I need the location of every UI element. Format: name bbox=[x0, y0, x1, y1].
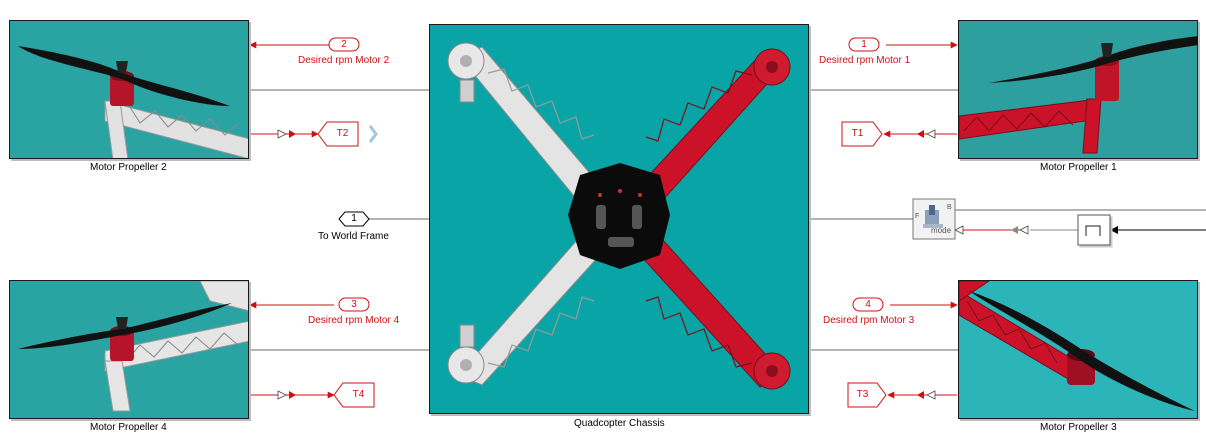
outport-1[interactable] bbox=[338, 211, 370, 227]
motor-propeller-3-block[interactable] bbox=[958, 280, 1198, 419]
inport-2-label: Desired rpm Motor 2 bbox=[298, 55, 390, 66]
propeller-2-icon bbox=[18, 46, 230, 106]
joint-block[interactable] bbox=[912, 198, 956, 240]
propeller-3-icon bbox=[969, 291, 1195, 411]
center-plate bbox=[568, 163, 670, 269]
joint-port-b: B bbox=[947, 204, 952, 211]
physical-connections bbox=[249, 89, 1206, 351]
inport-1-number: 1 bbox=[861, 39, 867, 50]
outport-1-label: To World Frame bbox=[318, 231, 389, 242]
goto-t2-label: T2 bbox=[336, 128, 349, 139]
port-markers bbox=[277, 129, 1029, 400]
inport-2-number: 2 bbox=[341, 39, 347, 50]
red-arms bbox=[639, 48, 791, 390]
inport-1-label: Desired rpm Motor 1 bbox=[819, 55, 911, 66]
joint-block-icon bbox=[925, 210, 939, 224]
propeller-1-icon bbox=[989, 36, 1197, 83]
quadcopter-chassis-label: Quadcopter Chassis bbox=[574, 418, 665, 429]
motor-propeller-3-label: Motor Propeller 3 bbox=[1040, 422, 1117, 433]
motor-propeller-3-image bbox=[959, 281, 1195, 411]
outport-1-number: 1 bbox=[351, 213, 357, 224]
goto-t3[interactable] bbox=[847, 382, 887, 408]
inport-3-number: 3 bbox=[351, 299, 357, 310]
inport-2[interactable] bbox=[328, 37, 360, 52]
motor-propeller-2-label: Motor Propeller 2 bbox=[90, 162, 167, 173]
motor-propeller-4-label: Motor Propeller 4 bbox=[90, 422, 167, 433]
step-icon bbox=[1085, 225, 1101, 236]
motor-propeller-4-block[interactable] bbox=[9, 280, 249, 419]
motor-propeller-1-block[interactable] bbox=[958, 20, 1198, 159]
inport-3-label: Desired rpm Motor 4 bbox=[308, 315, 400, 326]
inport-4-label: Desired rpm Motor 3 bbox=[823, 315, 915, 326]
rate-transition-block[interactable] bbox=[1077, 214, 1111, 246]
goto-t3-label: T3 bbox=[856, 389, 869, 400]
joint-mode-label: mode bbox=[931, 226, 952, 235]
inport-4[interactable] bbox=[852, 297, 884, 312]
inport-3[interactable] bbox=[338, 297, 370, 312]
motor-propeller-2-block[interactable] bbox=[9, 20, 249, 159]
goto-t2[interactable] bbox=[317, 121, 378, 147]
white-arms bbox=[447, 42, 601, 386]
motor-propeller-2-image bbox=[18, 46, 248, 158]
motor-propeller-1-image bbox=[959, 36, 1197, 154]
propeller-4-icon bbox=[18, 303, 232, 349]
input-arrowhead bbox=[1110, 226, 1118, 234]
motor-2-icon bbox=[110, 76, 134, 106]
goto-t1[interactable] bbox=[841, 121, 883, 147]
inport-1[interactable] bbox=[848, 37, 880, 52]
goto-t4[interactable] bbox=[333, 382, 375, 408]
goto-t1-label: T1 bbox=[851, 128, 864, 139]
joint-port-f: F bbox=[915, 213, 920, 220]
inport-4-number: 4 bbox=[865, 299, 871, 310]
motor-1-icon bbox=[1095, 61, 1119, 101]
goto-t4-label: T4 bbox=[352, 389, 365, 400]
motor-4-icon bbox=[110, 331, 134, 361]
quadcopter-chassis-block[interactable] bbox=[429, 24, 809, 414]
motor-propeller-4-image bbox=[18, 281, 248, 412]
quadcopter-chassis-image bbox=[447, 42, 791, 390]
motor-propeller-1-label: Motor Propeller 1 bbox=[1040, 162, 1117, 173]
